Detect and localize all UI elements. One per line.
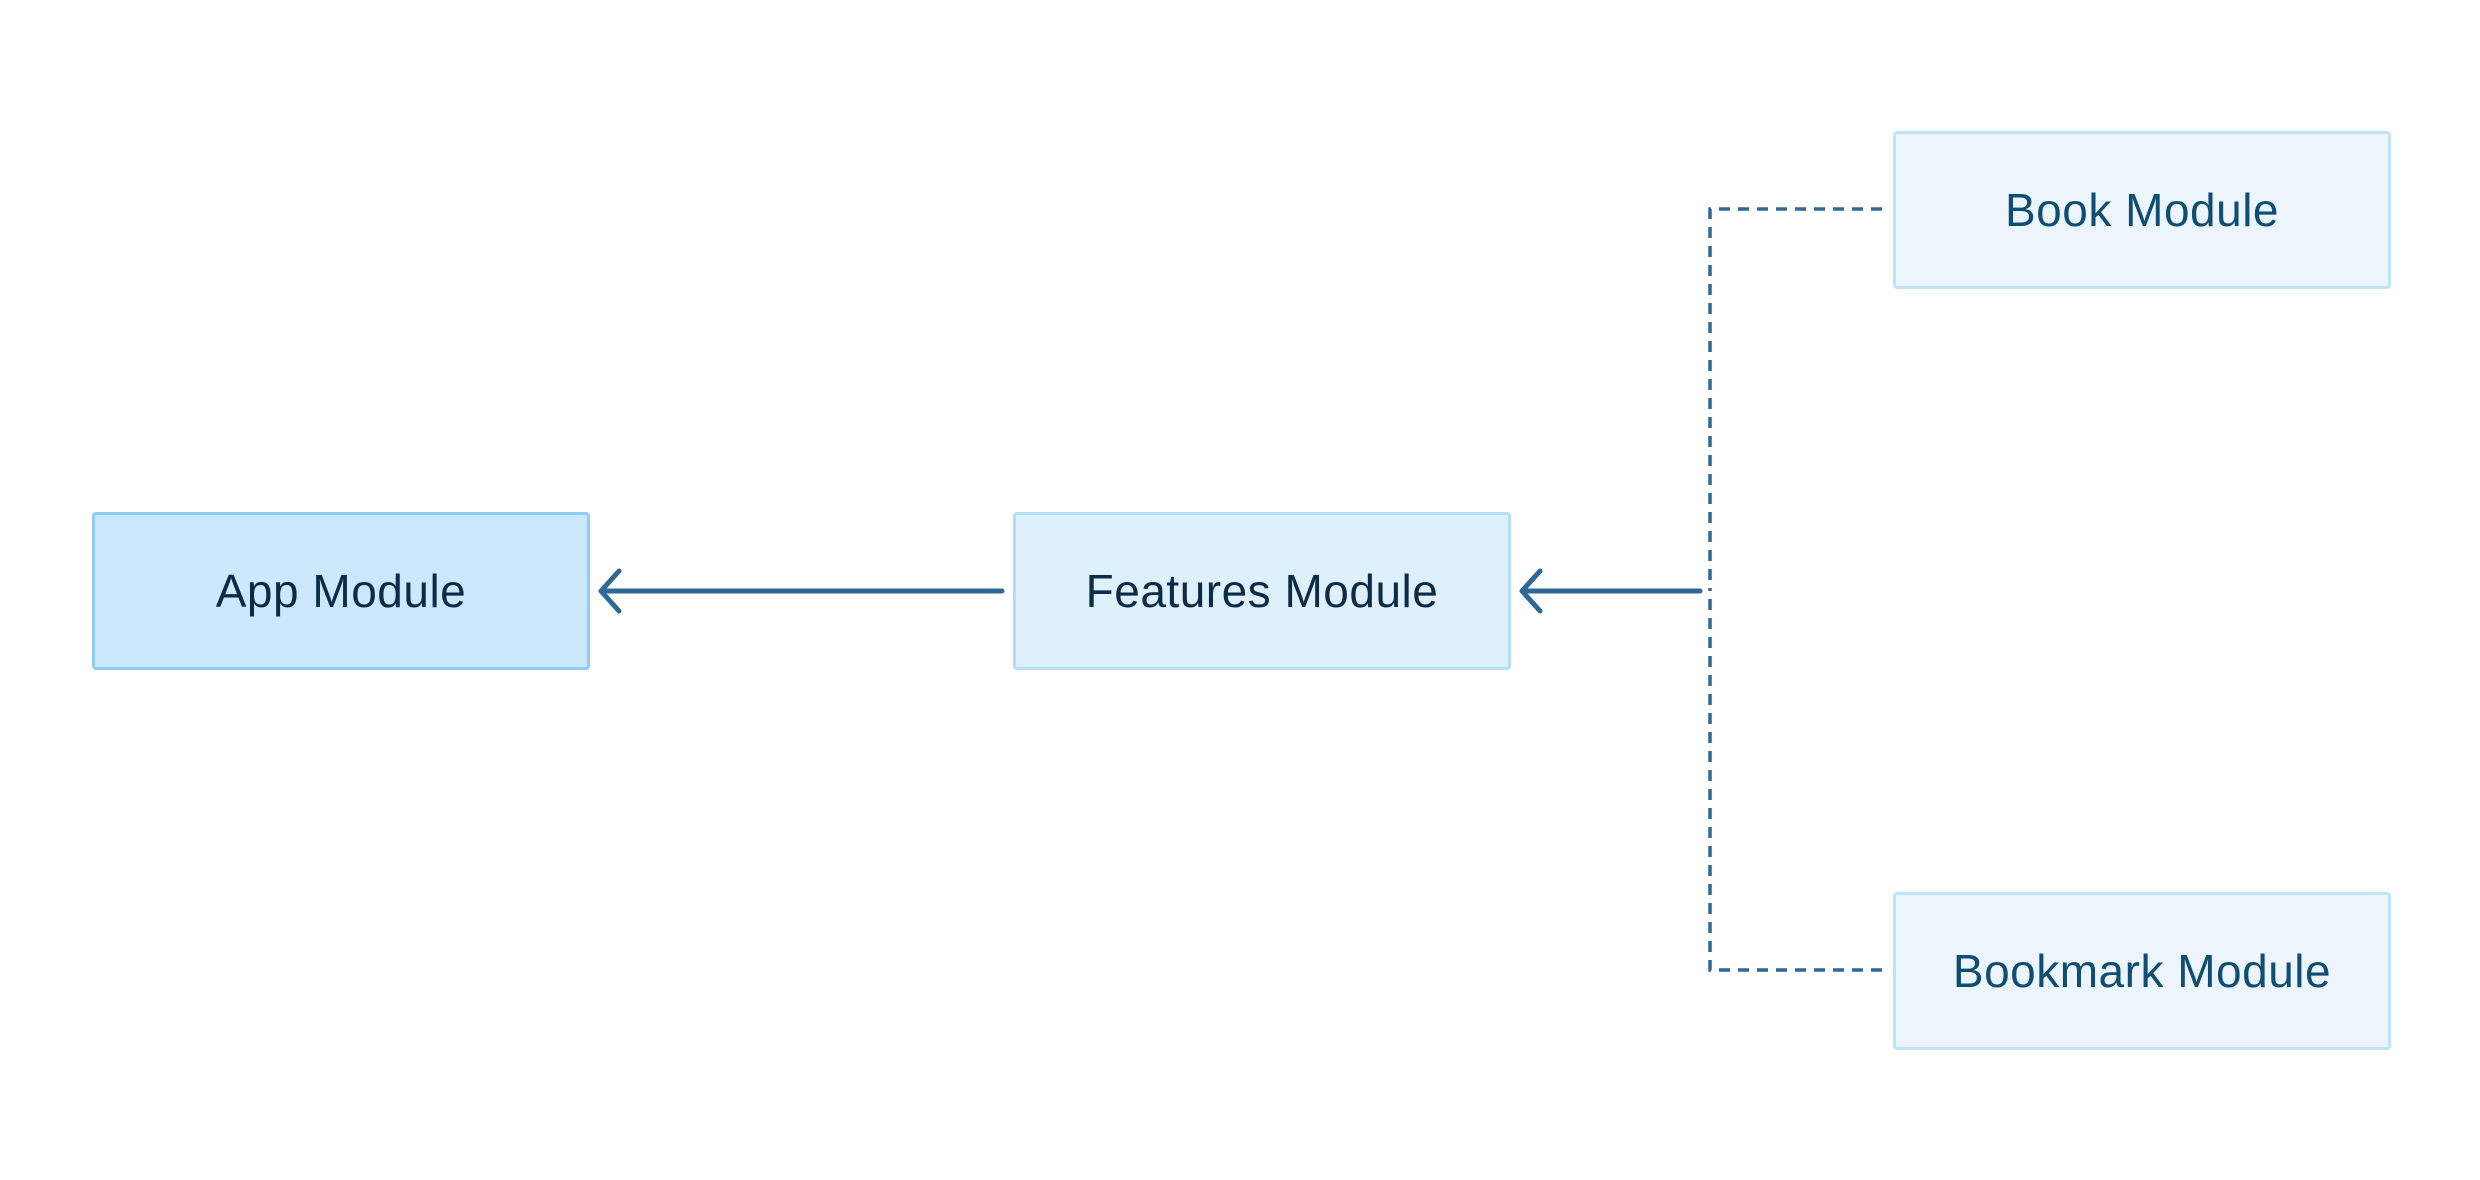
arrowhead-features-icon [1519,568,1543,614]
node-book-module-label: Book Module [2005,184,2279,236]
node-app-module: App Module [92,512,590,670]
edge-book-dashed [1708,207,1882,591]
node-features-module-label: Features Module [1085,565,1439,617]
arrowhead-app-icon [598,568,622,614]
node-app-module-label: App Module [215,565,467,617]
node-bookmark-module-label: Bookmark Module [1952,945,2332,997]
node-features-module: Features Module [1013,512,1511,670]
node-book-module: Book Module [1893,131,2391,289]
node-bookmark-module: Bookmark Module [1893,892,2391,1050]
edge-bookmark-dashed [1708,591,1882,972]
